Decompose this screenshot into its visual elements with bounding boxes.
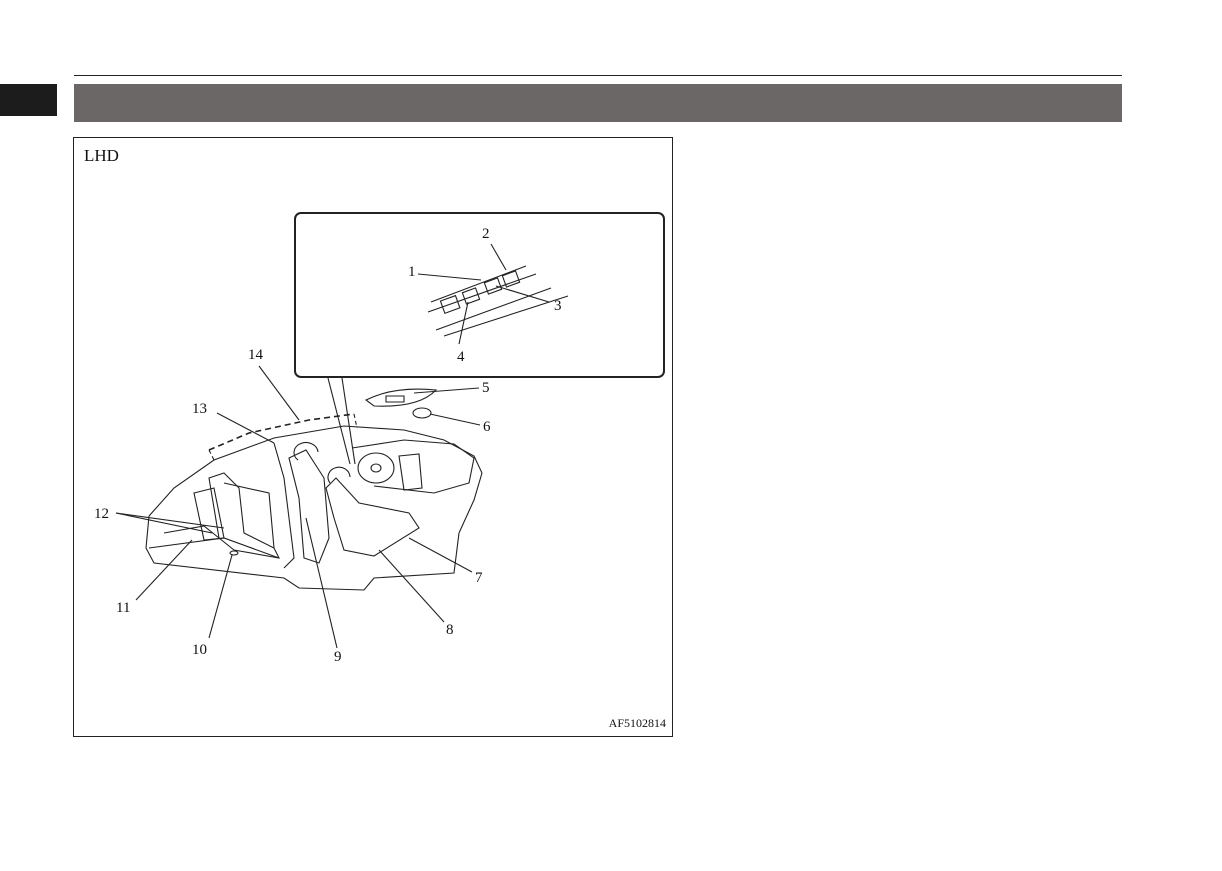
callout-9: 9 [334,649,342,665]
section-header-bar [74,84,1122,122]
chapter-tab [0,84,57,116]
power-window-switch-inset: 2 1 3 4 [294,212,665,378]
vehicle-interior-figure: LHD [73,137,673,737]
callout-12: 12 [94,506,109,522]
callout-13: 13 [192,401,207,417]
callout-5: 5 [482,380,490,396]
callout-2: 2 [482,226,490,242]
callout-14: 14 [248,347,263,363]
callout-8: 8 [446,622,454,638]
callout-4: 4 [457,349,465,365]
callout-7: 7 [475,570,483,586]
callout-11: 11 [116,600,130,616]
callout-1: 1 [408,264,416,280]
figure-code: AF5102814 [609,716,666,730]
callout-3: 3 [554,298,562,314]
window-switch-panel-illustration [296,214,663,376]
callout-10: 10 [192,642,207,658]
callout-6: 6 [483,419,491,435]
top-rule [74,75,1122,76]
